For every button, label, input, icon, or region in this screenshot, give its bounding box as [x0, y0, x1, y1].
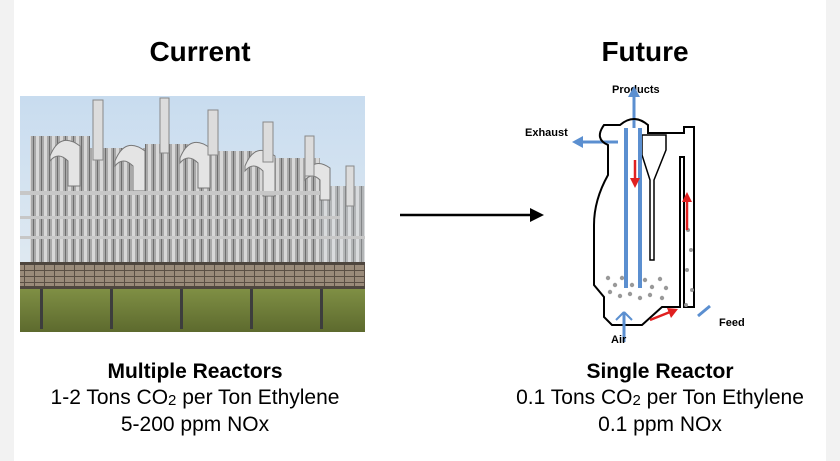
current-caption-title: Multiple Reactors	[107, 360, 283, 383]
current-nox-line: 5-200 ppm NOx	[120, 413, 270, 436]
right-margin-stripe	[826, 0, 840, 461]
label-feed: Feed	[719, 317, 745, 329]
future-heading: Future	[601, 36, 689, 67]
label-exhaust: Exhaust	[525, 127, 568, 139]
current-caption: Multiple Reactors 1-2 Tons CO2 per Ton E…	[5, 359, 385, 438]
label-air: Air	[611, 334, 627, 346]
industrial-plant-photo	[20, 96, 365, 332]
future-co2-line: 0.1 Tons CO2 per Ton Ethylene	[516, 386, 804, 409]
transition-arrow	[400, 208, 544, 222]
future-caption-title: Single Reactor	[586, 360, 734, 383]
current-heading: Current	[149, 36, 251, 67]
single-reactor-diagram: Products Exhaust Air Feed	[525, 84, 745, 346]
future-nox-line: 0.1 ppm NOx	[598, 413, 722, 436]
left-margin-stripe	[0, 0, 14, 461]
current-co2-line: 1-2 Tons CO2 per Ton Ethylene	[50, 386, 340, 409]
future-caption: Single Reactor 0.1 Tons CO2 per Ton Ethy…	[470, 359, 840, 438]
